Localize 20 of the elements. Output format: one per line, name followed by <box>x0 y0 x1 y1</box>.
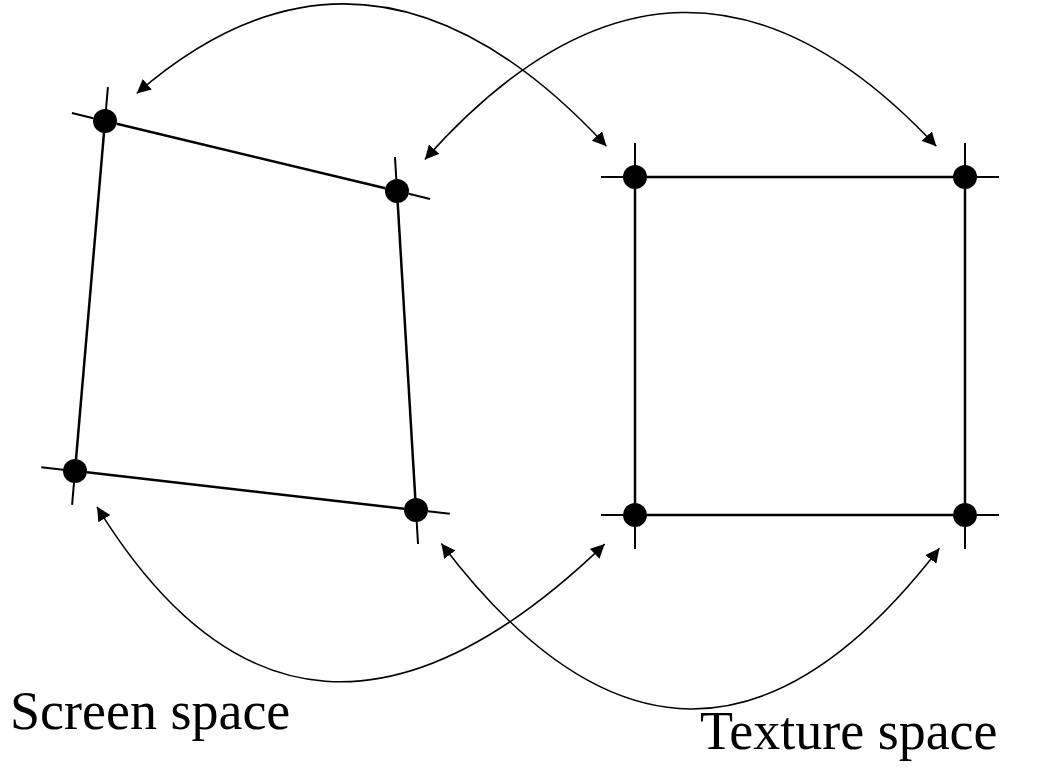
vertex-dot <box>623 503 647 527</box>
vertex-dot <box>623 165 647 189</box>
quad-edge <box>963 189 967 503</box>
quad-edge <box>396 202 417 499</box>
vertex-dot <box>63 459 87 483</box>
curved-arrow <box>424 11 938 161</box>
quad-edge <box>116 122 386 190</box>
vertex-dot <box>953 165 977 189</box>
vertex-dot <box>93 109 117 133</box>
vertex-dot <box>404 498 428 522</box>
quad-edge <box>86 471 405 510</box>
quad-edge <box>647 513 953 517</box>
curved-arrow <box>440 542 941 710</box>
quad-edge <box>633 189 637 503</box>
vertex-dot <box>385 179 409 203</box>
vertex-dot <box>953 503 977 527</box>
curved-arrow <box>135 3 608 147</box>
quad-edge <box>74 132 106 460</box>
quad-edge <box>647 175 953 179</box>
curved-arrow <box>96 506 606 682</box>
